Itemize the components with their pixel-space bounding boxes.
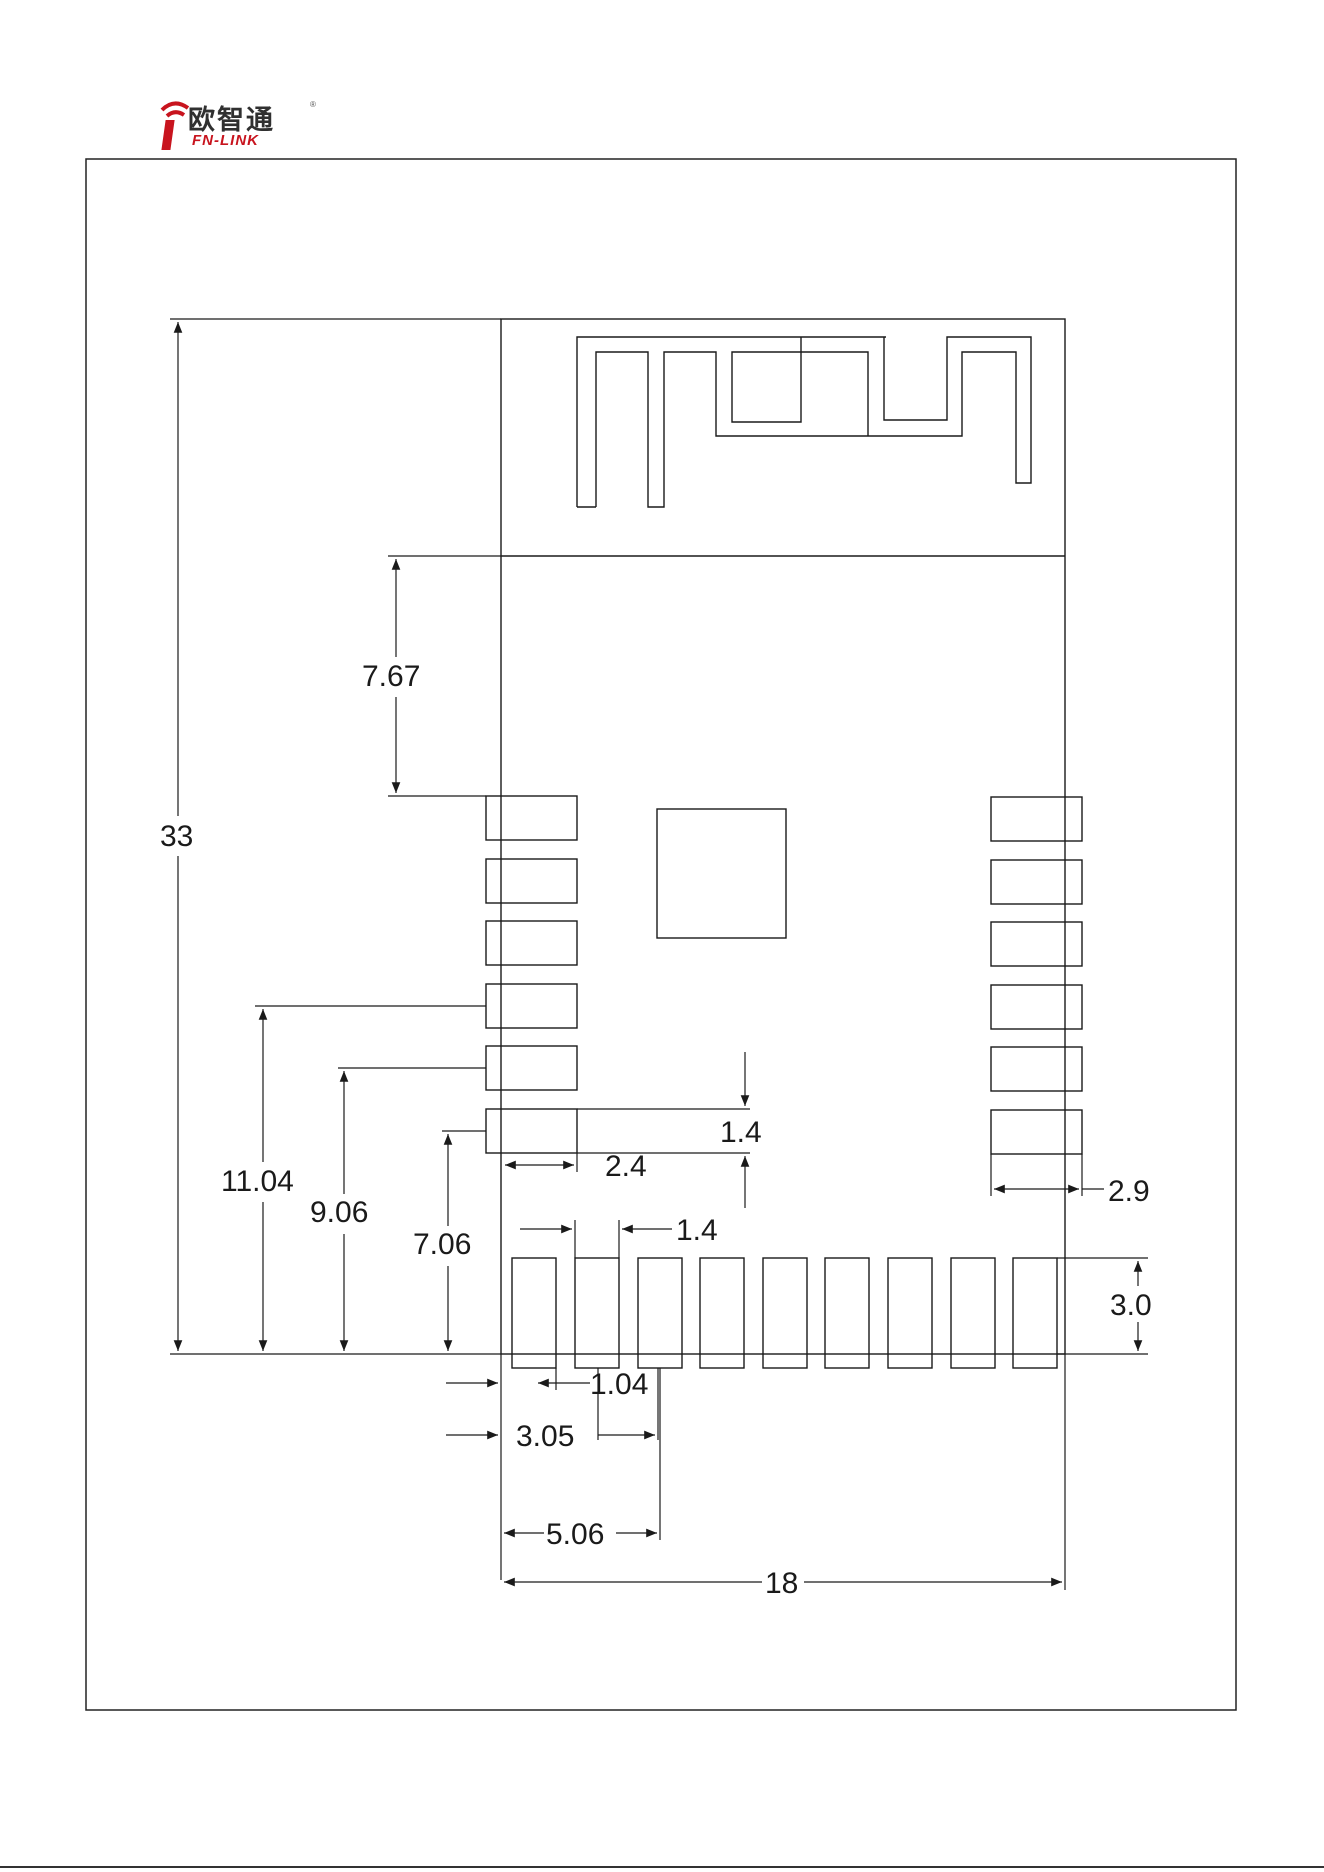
label-7-06: 7.06 [413, 1228, 471, 1261]
left-pad-2 [486, 859, 577, 903]
right-pad-2 [991, 860, 1082, 904]
label-9-06: 9.06 [310, 1196, 368, 1229]
module-outline [501, 319, 1065, 1354]
label-right-pad-width: 2.9 [1108, 1175, 1150, 1208]
label-11-04: 11.04 [221, 1165, 294, 1198]
left-pad-5 [486, 1046, 577, 1090]
left-pad-3 [486, 921, 577, 965]
label-3-05: 3.05 [516, 1420, 574, 1453]
right-pad-5 [991, 1047, 1082, 1091]
label-total-height: 33 [160, 820, 193, 853]
bottom-pad-3 [638, 1258, 682, 1368]
footer-rule [0, 1866, 1324, 1868]
right-pad-4 [991, 985, 1082, 1029]
bottom-pad-2 [575, 1258, 619, 1368]
chip-ic [657, 809, 786, 938]
label-pitch-v: 1.4 [720, 1116, 762, 1149]
label-5-06: 5.06 [546, 1518, 604, 1551]
bottom-pad-5 [763, 1258, 807, 1368]
bottom-pad-4 [700, 1258, 744, 1368]
left-pad-6 [486, 1109, 577, 1153]
left-pad-1 [486, 796, 577, 840]
bottom-pad-6 [825, 1258, 869, 1368]
label-left-pad-width: 2.4 [605, 1150, 647, 1183]
bottom-pad-1 [512, 1258, 556, 1368]
right-pad-1 [991, 797, 1082, 841]
label-keepout: 7.67 [362, 660, 420, 693]
bottom-pad-8 [951, 1258, 995, 1368]
pcb-antenna-trace [577, 337, 1031, 507]
drawing-frame [86, 159, 1236, 1710]
label-bottom-pad-height: 3.0 [1110, 1289, 1152, 1322]
right-pad-3 [991, 922, 1082, 966]
left-pad-4 [486, 984, 577, 1028]
right-pad-6 [991, 1110, 1082, 1154]
bottom-pad-9 [1013, 1258, 1057, 1368]
label-pitch-h: 1.4 [676, 1214, 718, 1247]
label-bottom-pad-width: 1.04 [590, 1368, 648, 1401]
bottom-pad-7 [888, 1258, 932, 1368]
label-total-width: 18 [765, 1567, 798, 1600]
